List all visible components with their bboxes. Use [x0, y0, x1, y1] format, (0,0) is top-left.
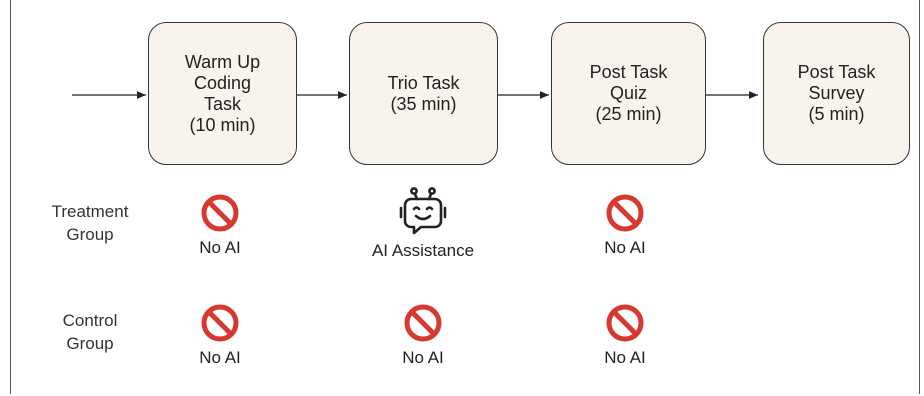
control-trio-cell: No AI [343, 303, 503, 368]
control-trio-label: No AI [402, 348, 444, 367]
treatment-quiz-cell: No AI [545, 193, 705, 258]
treatment-trio-label: AI Assistance [371, 241, 475, 260]
robot-icon [399, 187, 447, 235]
stage-trio-task: Trio Task (35 min) [349, 22, 498, 165]
no-entry-icon [404, 304, 442, 342]
treatment-group-label: Treatment Group [51, 202, 129, 244]
stage-warmup: Warm Up Coding Task (10 min) [148, 22, 297, 165]
stage-post-task-quiz-label: Post Task Quiz (25 min) [589, 62, 668, 124]
control-group-label: Control Group [62, 311, 118, 353]
treatment-quiz-label: No AI [604, 238, 646, 257]
stage-warmup-label: Warm Up Coding Task (10 min) [184, 51, 261, 135]
control-warmup-label: No AI [199, 348, 241, 367]
no-entry-icon [606, 194, 644, 232]
no-entry-icon [201, 304, 239, 342]
treatment-warmup-label: No AI [199, 238, 241, 257]
control-quiz-label: No AI [604, 348, 646, 367]
stage-post-task-survey: Post Task Survey (5 min) [763, 22, 910, 165]
control-quiz-cell: No AI [545, 303, 705, 368]
stage-trio-task-label: Trio Task (35 min) [387, 72, 460, 114]
stage-post-task-survey-label: Post Task Survey (5 min) [797, 62, 876, 124]
no-entry-icon [201, 194, 239, 232]
no-entry-icon [606, 304, 644, 342]
treatment-warmup-cell: No AI [140, 193, 300, 258]
stage-post-task-quiz: Post Task Quiz (25 min) [551, 22, 706, 165]
control-warmup-cell: No AI [140, 303, 300, 368]
treatment-trio-cell: AI Assistance [343, 186, 503, 261]
diagram-frame [10, 0, 920, 394]
